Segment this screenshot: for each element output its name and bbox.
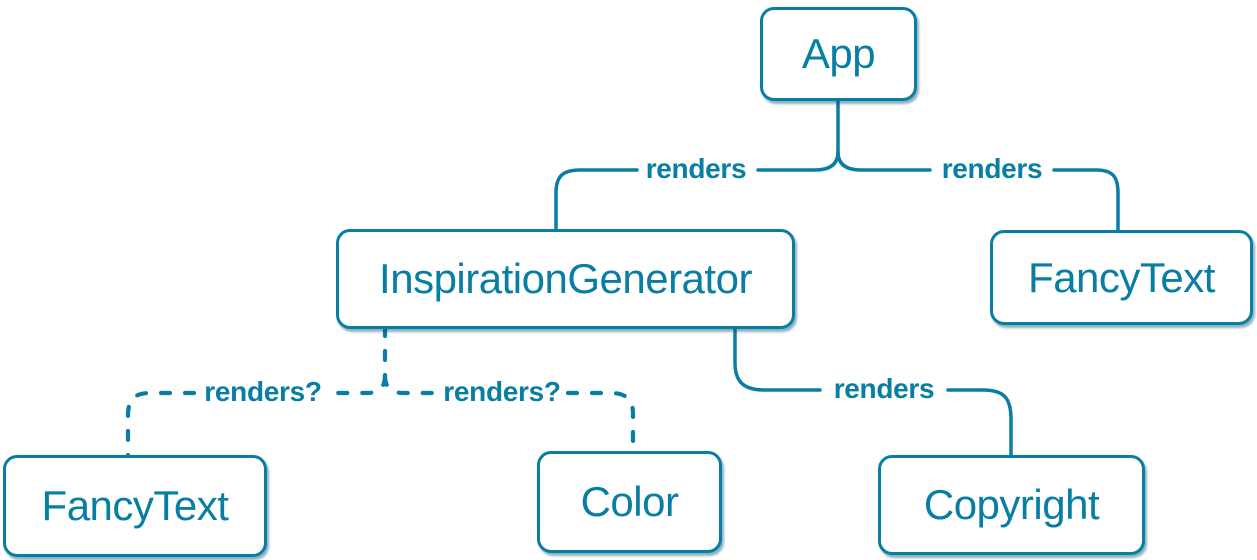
edge-app-to-fancytext-right <box>1052 168 1120 235</box>
node-copyright: Copyright <box>878 455 1145 555</box>
edge-inspirationgenerator-to-fancytext-right <box>125 390 197 461</box>
node-color: Color <box>537 451 722 553</box>
edge-label-app-renders-inspirationgenerator: renders <box>645 153 747 184</box>
edge-label-inspirationgenerator-renders-color: renders? <box>443 376 561 407</box>
edge-app-to-fancytext-left <box>836 150 932 172</box>
node-fancy-text-top-label: FancyText <box>1028 253 1215 301</box>
edge-label-inspirationgenerator-renders-copyright: renders <box>833 373 935 404</box>
edge-app-to-inspirationgenerator-right <box>554 168 639 234</box>
edge-inspirationgenerator-to-color-left <box>382 373 439 396</box>
node-app-label: App <box>801 30 876 77</box>
edge-app-to-inspirationgenerator-left <box>756 150 840 172</box>
edge-inspirationgenerator-to-copyright-left <box>733 324 822 392</box>
edge-label-app-renders-fancytext: renders <box>941 153 1043 184</box>
edge-inspirationgenerator-to-fancytext-left <box>331 373 388 396</box>
node-color-label: Color <box>580 478 679 525</box>
edge-inspirationgenerator-to-copyright-right <box>946 388 1013 460</box>
edge-inspirationgenerator-to-color-right <box>565 390 636 457</box>
node-fancy-text-bottom-label: FancyText <box>41 482 229 529</box>
node-copyright-label: Copyright <box>923 481 1100 528</box>
node-inspiration-generator: InspirationGenerator <box>336 229 795 329</box>
node-inspiration-generator-label: InspirationGenerator <box>379 255 752 302</box>
node-app: App <box>760 7 917 101</box>
node-fancy-text-bottom: FancyText <box>3 455 267 557</box>
node-fancy-text-top: FancyText <box>990 230 1253 325</box>
edge-label-inspirationgenerator-renders-fancytext: renders? <box>204 376 322 407</box>
